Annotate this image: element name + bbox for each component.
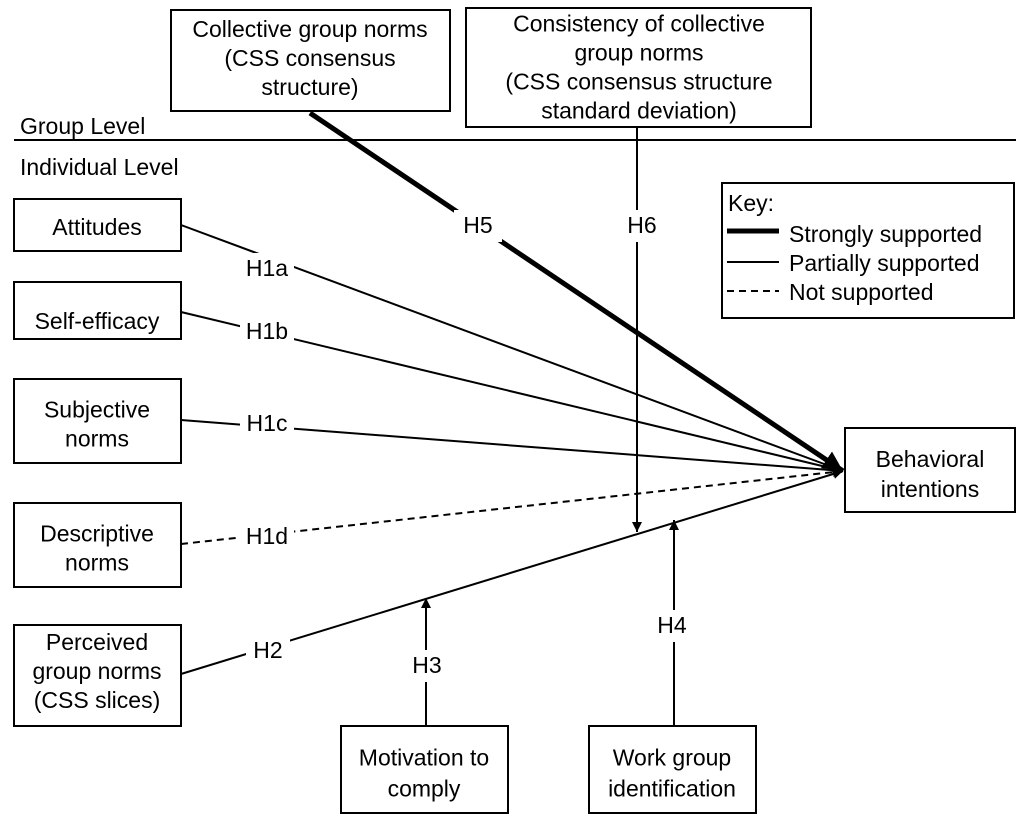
legend: Key: Strongly supported Partially suppor… bbox=[721, 182, 1015, 319]
node-label-line: Subjective bbox=[44, 397, 150, 423]
svg-text:H1d: H1d bbox=[246, 523, 288, 549]
legend-not-label: Not supported bbox=[789, 279, 933, 305]
node-label-line: structure) bbox=[261, 74, 358, 100]
label-h4: H4 bbox=[650, 610, 694, 642]
svg-text:H6: H6 bbox=[627, 212, 656, 238]
path-h5 bbox=[308, 110, 845, 474]
node-perceived-group-norms: Perceived group norms (CSS slices) bbox=[13, 624, 182, 727]
node-label-line: group norms bbox=[32, 658, 161, 684]
group-level-label: Group Level bbox=[20, 113, 145, 139]
node-label-line: Motivation to bbox=[359, 745, 489, 771]
svg-text:H3: H3 bbox=[412, 652, 441, 678]
legend-strong-label: Strongly supported bbox=[789, 221, 982, 247]
node-work-group-identification: Work group identification bbox=[588, 725, 757, 814]
label-h5: H5 bbox=[454, 210, 502, 242]
svg-text:H1a: H1a bbox=[246, 255, 288, 281]
node-label-line: Attitudes bbox=[52, 214, 142, 240]
node-motivation-to-comply: Motivation to comply bbox=[340, 725, 509, 814]
label-h6: H6 bbox=[622, 210, 662, 242]
node-label-line: norms bbox=[65, 426, 129, 452]
node-label-line: Self-efficacy bbox=[35, 308, 160, 334]
node-label-line: Work group bbox=[613, 745, 731, 771]
svg-text:H5: H5 bbox=[463, 212, 492, 238]
node-label-line: (CSS consensus bbox=[224, 45, 395, 71]
node-label-line: identification bbox=[608, 776, 736, 802]
individual-level-label: Individual Level bbox=[20, 154, 179, 180]
node-label-line: norms bbox=[65, 550, 129, 576]
node-label-line: Behavioral bbox=[876, 446, 985, 472]
path-h2 bbox=[180, 469, 844, 675]
svg-text:H2: H2 bbox=[253, 637, 282, 663]
label-h2: H2 bbox=[246, 635, 290, 667]
node-label-line: intentions bbox=[881, 476, 979, 502]
node-label-line: standard deviation) bbox=[541, 98, 737, 124]
node-label-line: Descriptive bbox=[40, 521, 154, 547]
node-label-line: comply bbox=[388, 776, 461, 802]
label-h1c: H1c bbox=[240, 408, 294, 440]
node-descriptive-norms: Descriptive norms bbox=[13, 502, 182, 588]
node-label-line: Consistency of collective bbox=[513, 11, 765, 37]
node-self-efficacy: Self-efficacy bbox=[13, 281, 182, 340]
node-behavioral-intentions: Behavioral intentions bbox=[844, 427, 1016, 513]
node-label-line: (CSS slices) bbox=[34, 687, 161, 713]
svg-text:H1c: H1c bbox=[247, 410, 288, 436]
node-label-line: Perceived bbox=[46, 629, 148, 655]
svg-text:H4: H4 bbox=[657, 612, 687, 638]
label-h3: H3 bbox=[406, 650, 448, 682]
legend-partial-label: Partially supported bbox=[789, 250, 980, 276]
label-h1d: H1d bbox=[240, 521, 294, 553]
node-label-line: group norms bbox=[574, 40, 703, 66]
svg-text:H1b: H1b bbox=[246, 318, 288, 344]
node-attitudes: Attitudes bbox=[13, 198, 182, 252]
node-consistency-of-collective-group-norms: Consistency of collective group norms (CSS… bbox=[465, 7, 812, 128]
node-label-line: Collective group norms bbox=[192, 16, 427, 42]
node-label-line: (CSS consensus structure bbox=[505, 69, 772, 95]
legend-title: Key: bbox=[728, 190, 774, 216]
label-h1a: H1a bbox=[240, 253, 294, 285]
label-h1b: H1b bbox=[240, 316, 294, 348]
node-collective-group-norms: Collective group norms (CSS consensus stru… bbox=[170, 9, 451, 112]
node-subjective-norms: Subjective norms bbox=[13, 378, 182, 464]
